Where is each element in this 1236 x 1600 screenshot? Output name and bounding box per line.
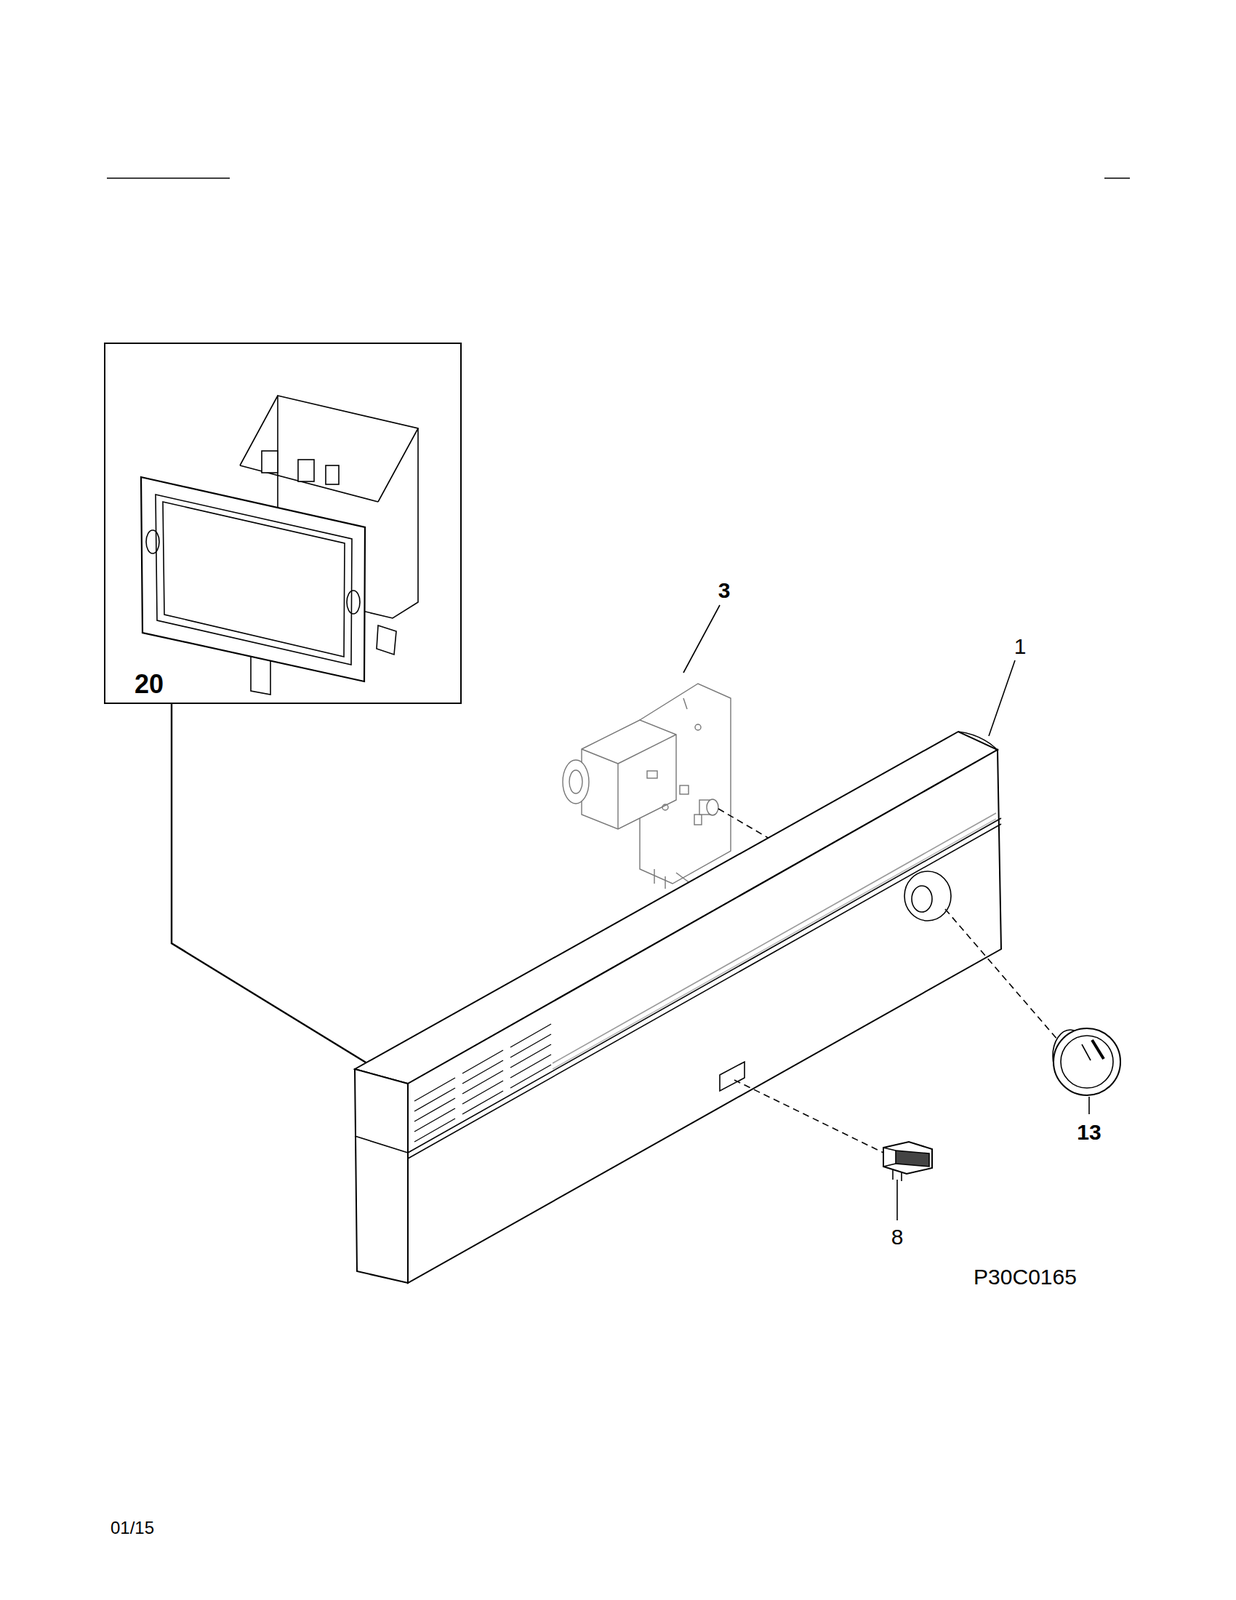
header-rule — [106, 177, 230, 179]
control-panel-illustration — [354, 731, 1002, 1283]
callout-number: 3 — [718, 578, 731, 603]
callout-number: 20 — [134, 669, 164, 699]
leader-line — [988, 660, 1015, 736]
figure-code: P30C0165 — [973, 1264, 1077, 1289]
inset-box: 20 — [103, 342, 462, 704]
knob-illustration — [1052, 1028, 1121, 1095]
leader-line — [1088, 1096, 1090, 1114]
leader-line — [896, 1179, 898, 1221]
control-board-illustration — [141, 395, 419, 695]
callout-number: 1 — [1014, 633, 1027, 658]
assembly-line — [945, 908, 1058, 1040]
rocker-switch-illustration — [883, 1141, 933, 1181]
leader-line — [683, 604, 720, 673]
timer-illustration — [562, 683, 731, 889]
callout-number: 8 — [891, 1224, 904, 1249]
leader-line — [171, 703, 368, 1063]
date-code: 01/15 — [110, 1518, 155, 1538]
header-rule — [1104, 177, 1130, 179]
assembly-line — [734, 1079, 884, 1153]
callout-number: 13 — [1076, 1119, 1101, 1144]
